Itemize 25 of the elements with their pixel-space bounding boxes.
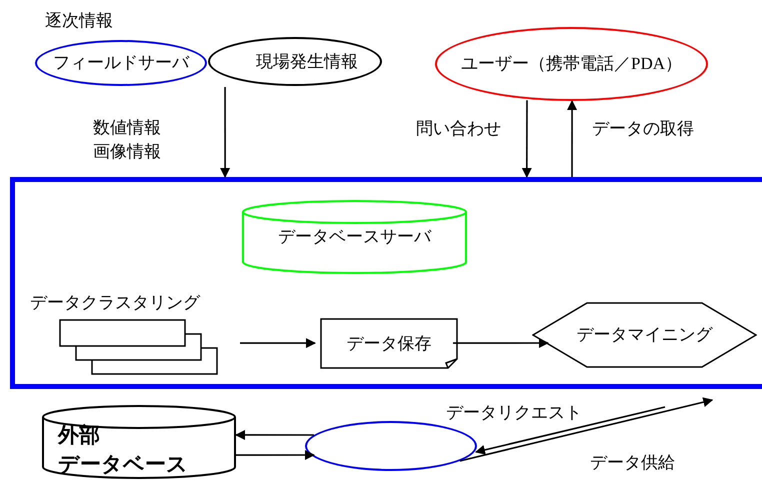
node-label: フィールドサーバ <box>53 52 189 74</box>
node-caption: 逐次情報 <box>45 10 113 32</box>
edge-label: データ供給 <box>590 452 675 474</box>
arrow <box>460 397 714 462</box>
edge-label: データの取得 <box>592 118 694 140</box>
arrow <box>220 86 230 178</box>
node-label: データベース <box>58 451 188 478</box>
node-label: データベースサーバ <box>278 226 431 248</box>
text-label: 数値情報 <box>93 117 161 139</box>
arrow <box>453 338 549 348</box>
node-label: ユーザー（携帯電話／PDA） <box>460 53 683 76</box>
node-label: 現場発生情報 <box>255 50 358 73</box>
text-label: 画像情報 <box>93 141 161 163</box>
arrow <box>567 100 578 177</box>
arrow <box>522 100 532 178</box>
arrow <box>236 450 315 460</box>
node-label: データ保存 <box>346 332 432 355</box>
edge-label: データリクエスト <box>446 402 582 424</box>
arrow <box>475 406 666 455</box>
arrow <box>240 338 316 348</box>
system-frame <box>10 177 762 389</box>
edge-label: 問い合わせ <box>416 118 501 140</box>
node-label: データマイニング <box>576 324 712 346</box>
arrow <box>235 430 314 440</box>
group-heading: データクラスタリング <box>30 293 200 312</box>
